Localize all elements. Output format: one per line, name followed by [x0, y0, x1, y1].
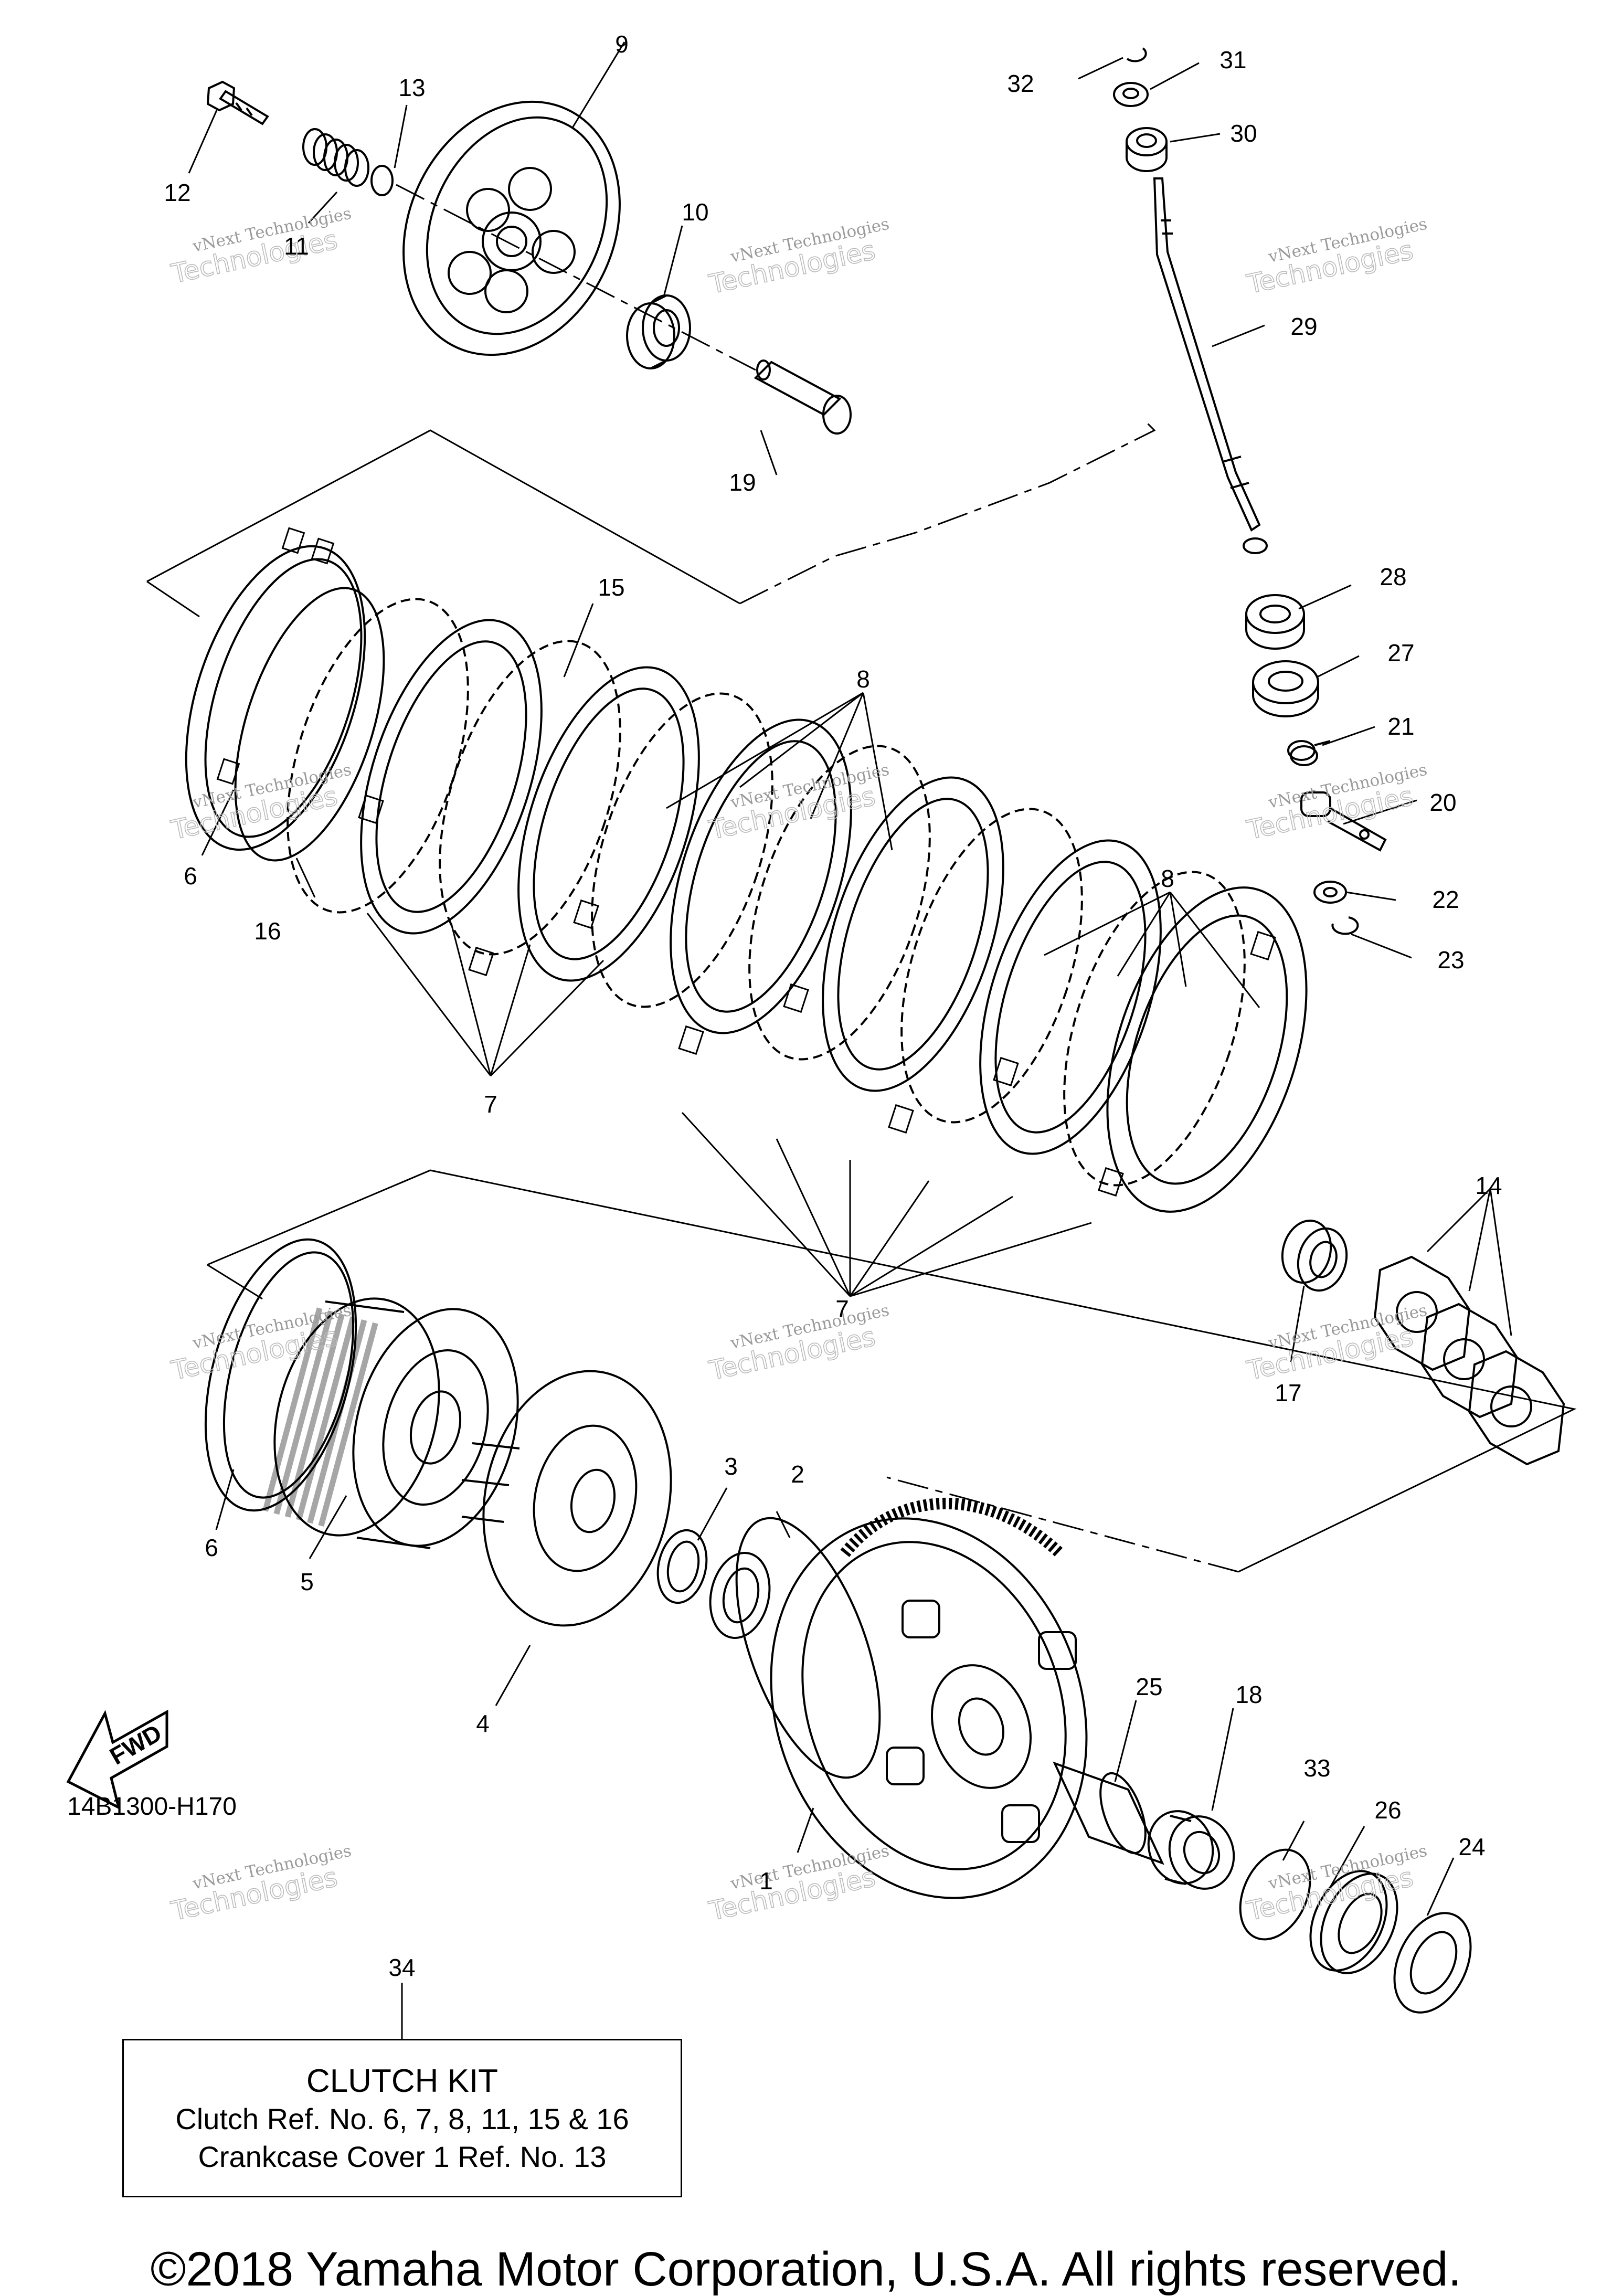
needle-bearing-18: [1147, 1810, 1235, 1890]
callout-15: 15: [598, 574, 624, 601]
lock-washers-14: [1373, 1255, 1565, 1466]
callout-34: 34: [388, 1954, 415, 1981]
pressure-plate-group: [206, 80, 852, 435]
callout-33: 33: [1303, 1754, 1330, 1782]
callout-7: 7: [484, 1091, 497, 1118]
shaft-29: [1153, 177, 1268, 554]
kit-line-1: Clutch Ref. No. 6, 7, 8, 11, 15 & 16: [175, 2102, 629, 2135]
thrust-washer-3: [656, 1529, 708, 1604]
callout-29: 29: [1290, 313, 1317, 340]
circlip-33: [1239, 1848, 1311, 1941]
callout-20: 20: [1429, 789, 1456, 816]
callout-21: 21: [1387, 713, 1414, 740]
callout-8: 8: [1161, 865, 1174, 892]
callout-11: 11: [284, 232, 309, 260]
callout-23: 23: [1437, 946, 1464, 974]
bolt-12: [206, 80, 269, 125]
callout-12: 12: [164, 179, 190, 206]
clutch-plate-stack: [146, 419, 1308, 1297]
nut-17: [1281, 1219, 1348, 1292]
push-rod-19: [754, 359, 852, 435]
pressure-plate-9: [402, 100, 621, 356]
callout-1: 1: [759, 1867, 773, 1895]
kit-title: CLUTCH KIT: [306, 2063, 499, 2099]
callout-10: 10: [682, 198, 708, 226]
push-lever-shaft-group: [1113, 47, 1387, 935]
callout-6: 6: [205, 1534, 218, 1561]
callout-18: 18: [1235, 1681, 1262, 1708]
callout-numbers: 1 2 3 4 5 6 6 7 7 8 8 9 10 11 12 13 14 1…: [164, 30, 1502, 1981]
callout-leaders: [188, 41, 1512, 2039]
callout-32: 32: [1007, 70, 1034, 97]
o-ring-13: [370, 165, 394, 196]
clutch-plate-4: [461, 1370, 672, 1627]
callout-24: 24: [1458, 1833, 1485, 1860]
callout-17: 17: [1275, 1379, 1301, 1406]
bearing-28: [1245, 594, 1305, 650]
thrust-bearing-2: [709, 1551, 771, 1639]
callout-28: 28: [1380, 563, 1406, 590]
circlip-32: [1126, 47, 1147, 62]
clutch-kit-box: CLUTCH KIT Clutch Ref. No. 6, 7, 8, 11, …: [122, 2039, 682, 2197]
plate-tabs: [216, 527, 1276, 1197]
clutch-boss-group: [204, 1169, 1577, 2014]
washer-31: [1113, 82, 1149, 107]
kit-line-2: Crankcase Cover 1 Ref. No. 13: [198, 2140, 607, 2173]
callout-6: 6: [184, 862, 197, 890]
friction-and-steel-plates: [287, 598, 1308, 1213]
callout-7: 7: [835, 1295, 849, 1322]
callout-13: 13: [398, 74, 425, 101]
callout-22: 22: [1432, 886, 1459, 913]
oil-seal-27: [1252, 660, 1319, 717]
spring-11: [302, 128, 369, 187]
circlip-23: [1331, 916, 1359, 935]
callout-5: 5: [300, 1568, 314, 1595]
callout-8: 8: [856, 665, 870, 693]
callout-19: 19: [729, 469, 756, 496]
bearing-30: [1126, 127, 1168, 172]
sleeve-25: [1053, 1761, 1164, 1865]
lever-20: [1300, 791, 1387, 852]
bearing-26: [1309, 1870, 1398, 1974]
callout-31: 31: [1219, 46, 1246, 73]
seat-plate-16: [234, 587, 385, 862]
callout-16: 16: [254, 917, 281, 945]
callout-30: 30: [1230, 120, 1257, 147]
copyright-notice: ©2018 Yamaha Motor Corporation, U.S.A. A…: [150, 2242, 1462, 2296]
callout-4: 4: [476, 1710, 490, 1737]
callout-2: 2: [791, 1461, 804, 1488]
leaders-7-8: [366, 692, 1260, 1297]
callout-26: 26: [1374, 1796, 1401, 1824]
washer-22: [1313, 881, 1347, 904]
spring-21: [1287, 740, 1331, 766]
callout-14: 14: [1475, 1172, 1502, 1199]
callout-3: 3: [724, 1453, 738, 1480]
washer-24: [1393, 1912, 1472, 2014]
callout-9: 9: [615, 30, 629, 58]
callout-27: 27: [1387, 639, 1414, 666]
callout-25: 25: [1136, 1673, 1162, 1700]
diagram-code: 14B1300-H170: [67, 1793, 237, 1821]
clutch-housing-1: [735, 1497, 1088, 1899]
bearing-10: [626, 294, 691, 369]
